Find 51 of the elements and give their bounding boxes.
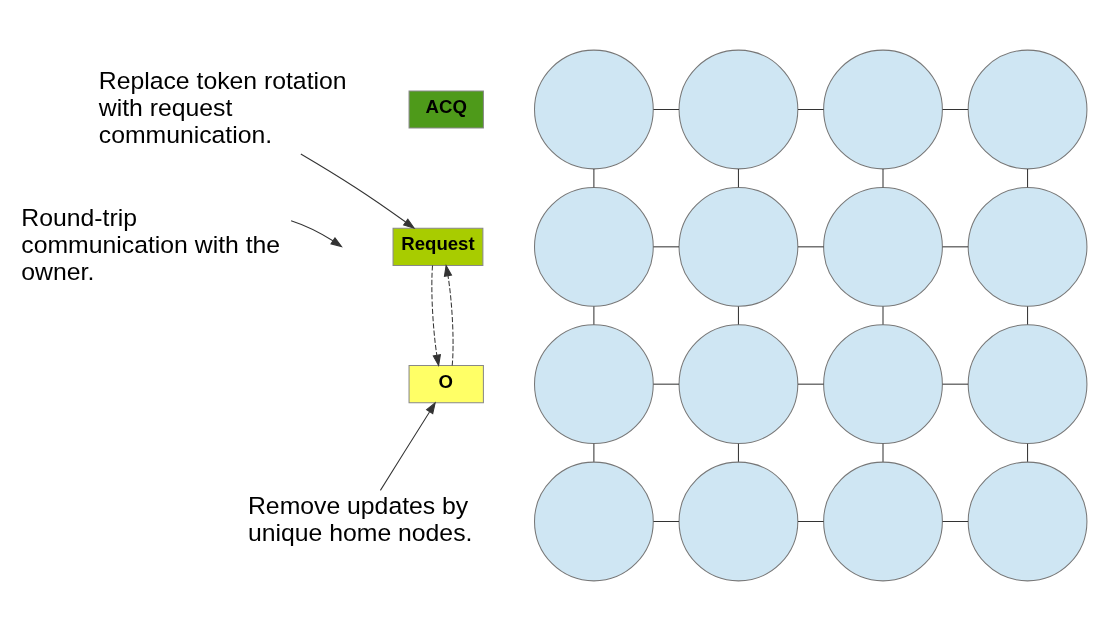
arrow [300,153,416,230]
node-circle [678,324,799,445]
node-text: Remove updates by unique home nodes. [247,492,473,547]
connector [593,305,595,325]
connector [942,521,969,522]
node-circle [678,186,799,307]
node-circle [967,324,1088,445]
connector [652,109,680,110]
node-circle [967,461,1088,582]
connector [652,383,680,385]
node-circle [823,324,943,445]
node-circle [678,461,799,582]
connector [882,168,884,188]
node-text: Replace token rotation with request communication. [98,67,347,148]
connector [593,168,595,188]
arrow [290,220,343,248]
connector [1027,168,1029,188]
node-circle [534,461,654,582]
node-circle [678,49,799,170]
node-circle [534,324,654,445]
connector [797,521,825,522]
connector [1027,305,1029,325]
node-box: ACQ [408,90,484,129]
connector [737,443,739,463]
node-box: O [408,365,484,404]
connector [737,305,739,325]
node-circle [967,186,1088,307]
node-circle [823,186,943,307]
node-box: Request [392,227,484,266]
node-circle [823,461,943,582]
arrow [431,265,442,367]
connector [797,109,825,110]
connector [652,246,680,248]
connector [1027,443,1029,463]
connector [797,383,825,385]
node-circle [967,49,1088,170]
connector [882,443,884,463]
connector [942,246,969,248]
connector [652,521,680,522]
arrow [443,264,454,366]
node-circle [823,49,943,170]
connector [942,383,969,385]
connector [882,305,884,325]
connector [797,246,825,248]
connector [942,109,969,110]
node-circle [534,49,654,170]
node-circle [534,186,654,307]
connector [593,443,595,463]
connector [737,168,739,188]
node-text: Round-trip communication with the owner. [21,204,281,286]
arrow [379,401,436,491]
